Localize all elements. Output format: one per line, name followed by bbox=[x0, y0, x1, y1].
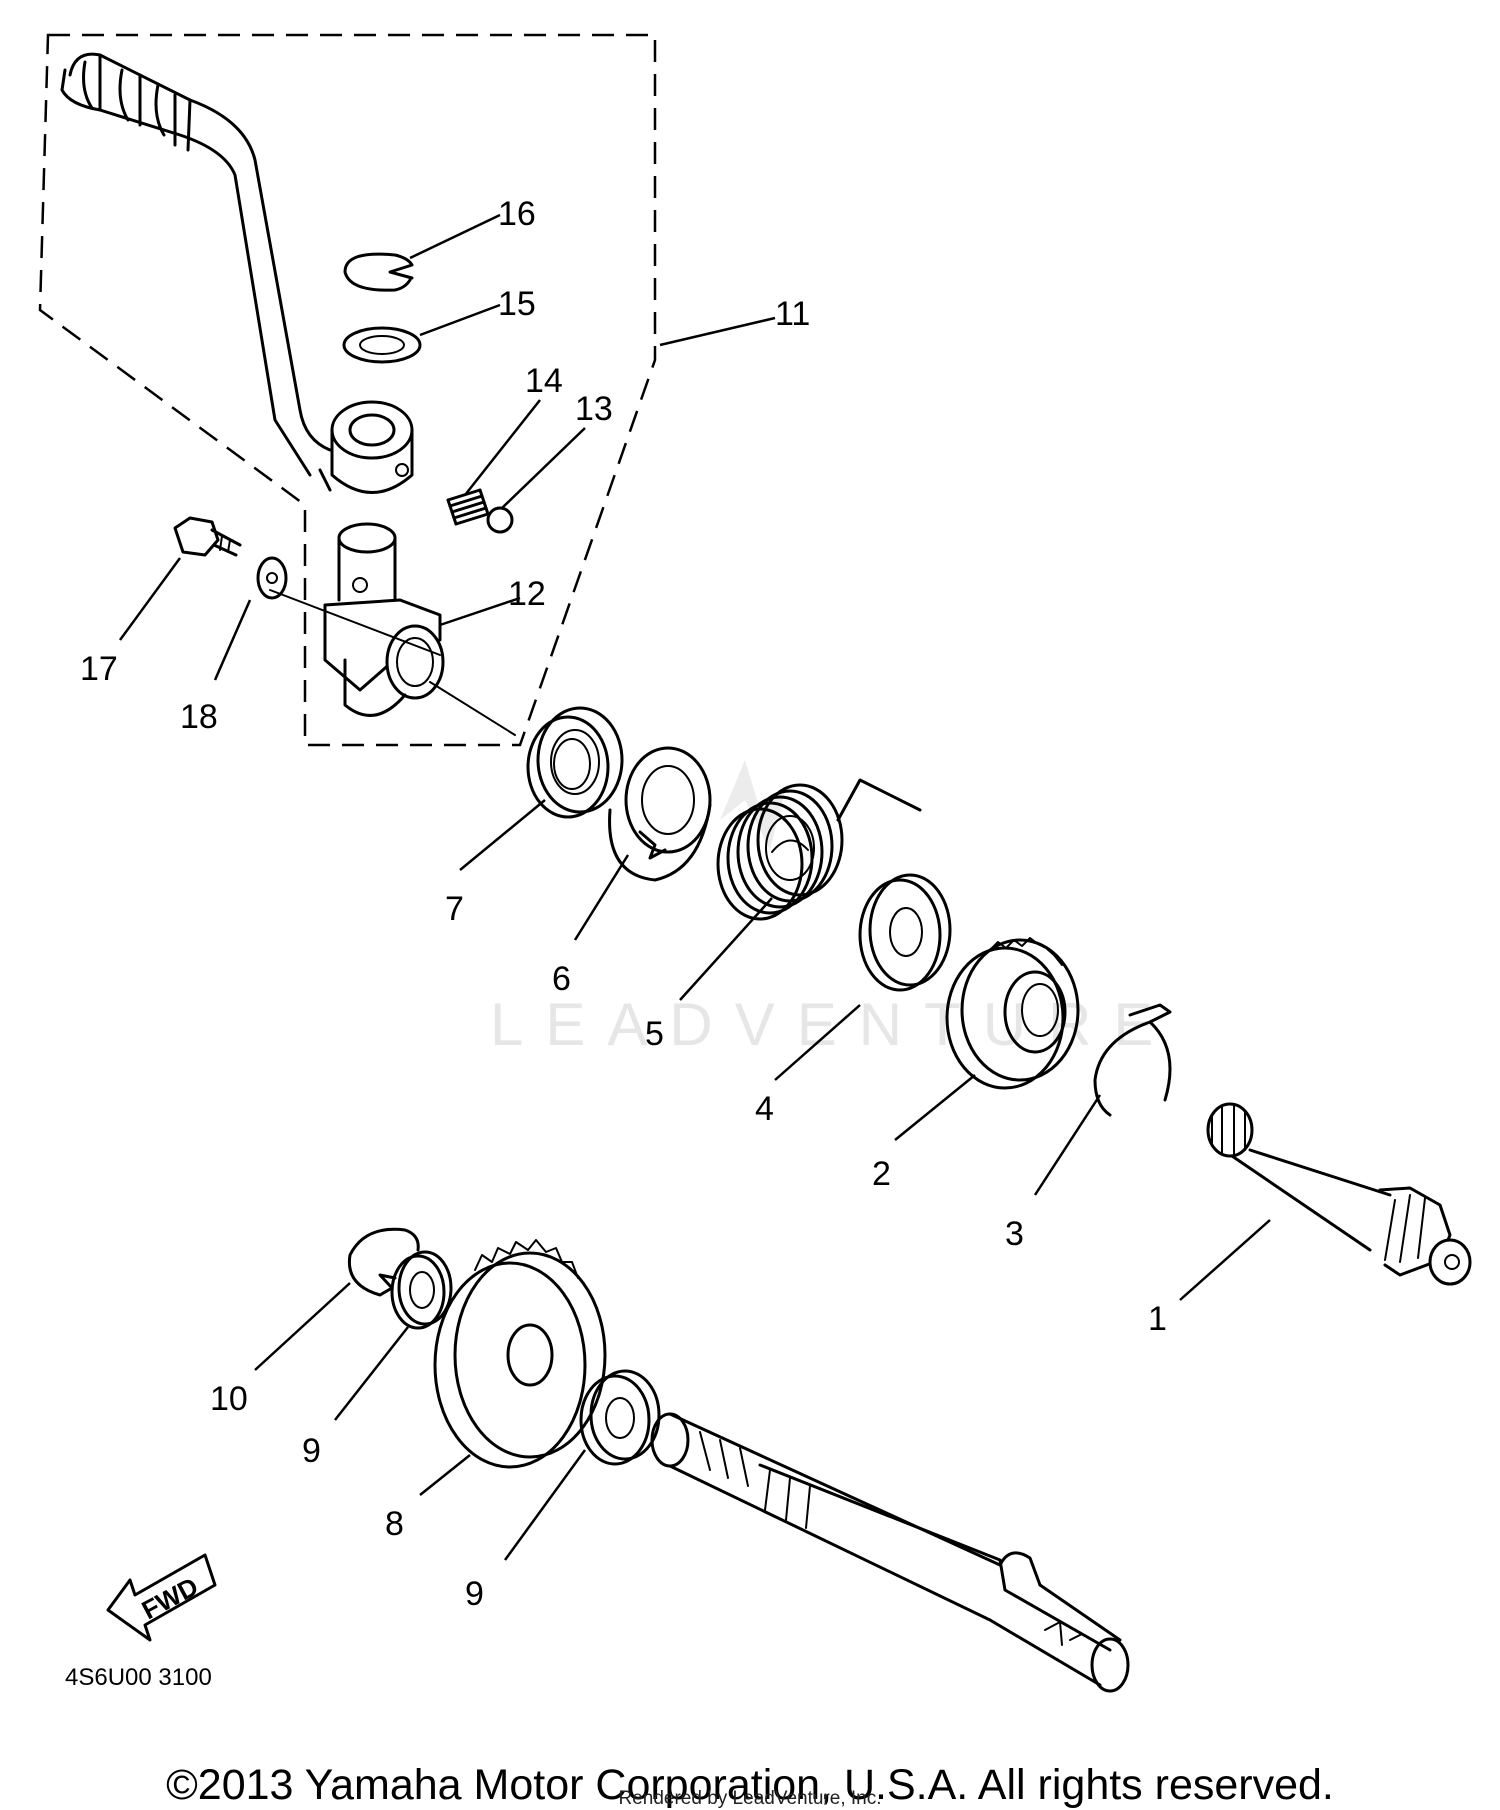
callout-5: 5 bbox=[645, 1015, 664, 1053]
callout-11: 11 bbox=[775, 295, 810, 333]
callout-6: 6 bbox=[552, 960, 571, 998]
callout-1: 1 bbox=[1148, 1300, 1167, 1338]
kick-boss-12 bbox=[323, 522, 445, 717]
callout-7: 7 bbox=[445, 890, 464, 928]
spring-guide-6 bbox=[608, 746, 712, 882]
spring-14 bbox=[446, 488, 490, 526]
callout-3: 3 bbox=[1005, 1215, 1024, 1253]
diagram-part-code: 4S6U00 3100 bbox=[65, 1664, 212, 1691]
kick-idle-gear-8 bbox=[433, 1239, 607, 1469]
washer-15 bbox=[342, 326, 422, 364]
callout-9-lower: 9 bbox=[465, 1575, 484, 1613]
callout-4: 4 bbox=[755, 1090, 774, 1128]
ball-13 bbox=[486, 506, 514, 534]
circlip-10 bbox=[347, 1227, 420, 1297]
copyright-notice: ©2013 Yamaha Motor Corporation, U.S.A. A… bbox=[166, 1761, 1334, 1809]
torsion-spring-5 bbox=[716, 778, 922, 921]
watermark: LEADVENTURE bbox=[490, 760, 1175, 1058]
washer-4 bbox=[858, 873, 952, 992]
kick-crank-assembly-boundary bbox=[38, 33, 657, 747]
washer-9-lower bbox=[579, 1369, 661, 1466]
washer-18 bbox=[256, 556, 288, 600]
forward-direction-arrow: FWD bbox=[106, 1553, 217, 1642]
callout-9-upper: 9 bbox=[302, 1432, 321, 1470]
axis-line-upper bbox=[269, 589, 441, 656]
callout-17: 17 bbox=[80, 650, 118, 688]
washer-9-upper bbox=[390, 1250, 453, 1330]
bolt-17 bbox=[173, 516, 242, 557]
kick-crank-lever bbox=[60, 52, 414, 494]
rendered-by-notice: Rendered by LeadVenture, Inc. bbox=[618, 1788, 882, 1809]
callout-12: 12 bbox=[508, 575, 546, 613]
axis-line-lower bbox=[429, 681, 516, 736]
clip-3 bbox=[1093, 1003, 1172, 1117]
circlip-16 bbox=[343, 252, 414, 292]
kick-gear-2 bbox=[945, 937, 1080, 1090]
main-axle bbox=[650, 1412, 1130, 1693]
callout-8: 8 bbox=[385, 1505, 404, 1543]
callout-10: 10 bbox=[210, 1380, 248, 1418]
callout-18: 18 bbox=[180, 698, 218, 736]
watermark-text: LEADVENTURE bbox=[490, 991, 1175, 1058]
oil-seal-7 bbox=[526, 706, 624, 819]
callout-15: 15 bbox=[498, 285, 536, 323]
callout-13: 13 bbox=[575, 390, 613, 428]
fwd-label: FWD bbox=[137, 1571, 203, 1625]
callout-16: 16 bbox=[498, 195, 536, 233]
kick-axle-1 bbox=[1206, 1102, 1472, 1286]
callout-14: 14 bbox=[525, 362, 563, 400]
callout-labels: 16 15 11 14 13 12 17 18 7 6 5 4 2 3 1 10… bbox=[80, 195, 1167, 1613]
leader-lines bbox=[118, 213, 1271, 1561]
callout-2: 2 bbox=[872, 1155, 891, 1193]
